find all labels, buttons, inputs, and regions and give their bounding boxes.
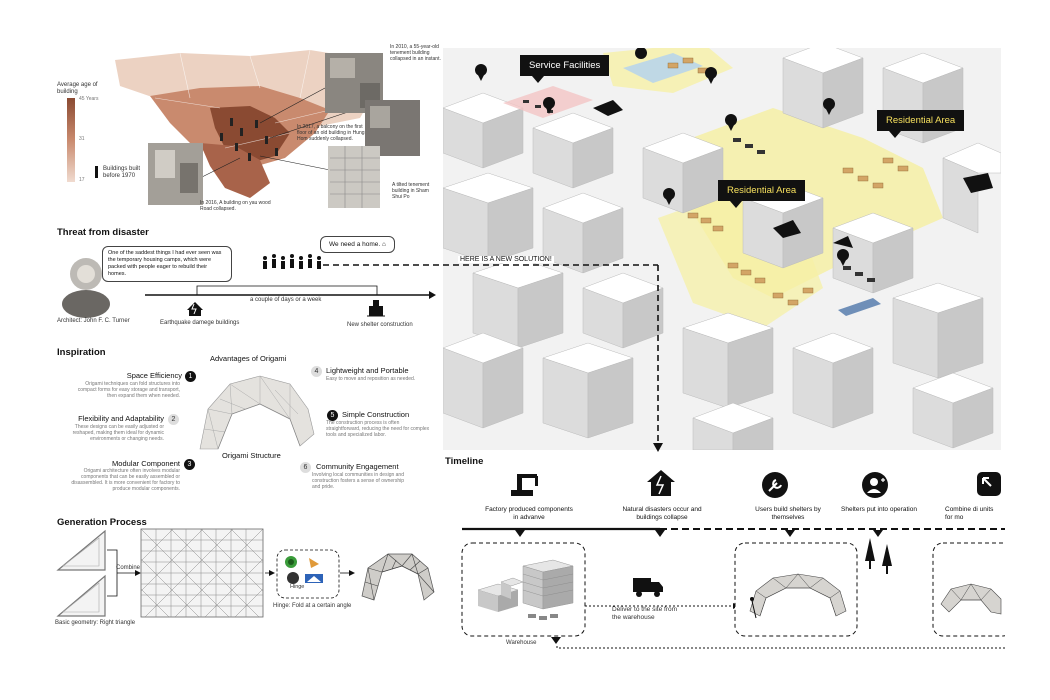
timeline-step-1: Factory produced components in advanve xyxy=(485,506,573,521)
residential-area-callout-1: Residential Area xyxy=(877,110,965,138)
duration-label: a couple of days or a week xyxy=(250,297,322,303)
feature-4-desc: Easy to move and reposition as needed. xyxy=(326,376,416,382)
feature-2-desc: These designs can be easily adjusted or … xyxy=(72,424,164,442)
feature-1-title: Space Efficiency xyxy=(126,371,182,380)
legend-max: 45 Years xyxy=(79,96,99,102)
hinge-description: Hinge: Fold at a certain angle xyxy=(273,603,352,609)
legend-gradient xyxy=(67,98,75,182)
feature-6-desc: Involving local communities in design an… xyxy=(312,472,404,490)
timeline-step-3: Users build shelters by themselves xyxy=(755,506,821,521)
inspiration-title: Inspiration xyxy=(57,347,106,358)
feature-1-number: 1 xyxy=(185,371,196,382)
feature-6-number: 6 xyxy=(300,462,311,473)
new-shelter-label: New shelter construction xyxy=(347,322,413,328)
building-age-map xyxy=(115,49,420,208)
generation-title: Generation Process xyxy=(57,517,147,528)
advantages-title: Advantages of Origami xyxy=(210,354,287,363)
home-bubble: We need a home. ⌂ xyxy=(320,236,395,253)
quote-bubble: One of the saddest things I had ever see… xyxy=(102,246,232,282)
feature-3-desc: Origami architecture often involves modu… xyxy=(71,468,180,492)
timeline-title: Timeline xyxy=(445,456,484,467)
origami-structure-label: Origami Structure xyxy=(222,451,281,460)
timeline-step-2: Natural disasters occur and buildings co… xyxy=(622,506,702,521)
feature-3-number: 3 xyxy=(184,459,195,470)
home-bubble-text: We need a home. xyxy=(329,241,381,248)
generation-diagram xyxy=(56,528,435,618)
feature-5-number: 5 xyxy=(327,410,338,421)
legend-mid: 31 xyxy=(79,136,85,142)
timeline-step-5: Combine di units for mo xyxy=(945,506,994,521)
service-facilities-callout: Service Facilities xyxy=(520,55,610,83)
deliver-label: Deliver to the site from the warehouse xyxy=(612,606,678,621)
feature-4-number: 4 xyxy=(311,366,322,377)
timeline-diagram xyxy=(461,470,1005,649)
feature-2-number: 2 xyxy=(168,414,179,425)
annotation-2017: In 2017, a balcony on the first floor of… xyxy=(297,124,365,142)
feature-6-title: Community Engagement xyxy=(316,462,399,471)
annotation-2016: In 2016, A building on yau wood Road col… xyxy=(200,200,271,212)
combine-label: Combine xyxy=(116,565,141,571)
new-solution-label: HERE IS A NEW SOLUTION! xyxy=(458,256,554,263)
origami-structure-illustration xyxy=(199,375,315,450)
feature-3-title: Modular Component xyxy=(112,459,180,468)
legend-min: 17 xyxy=(79,177,85,183)
threat-title: Threat from disaster xyxy=(57,227,149,238)
threat-diagram xyxy=(62,254,436,318)
warehouse-label: Warehouse xyxy=(506,640,537,646)
residential-area-callout-2: Residential Area xyxy=(718,180,806,208)
feature-4-title: Lightweight and Portable xyxy=(326,366,409,375)
timeline-step-4: Shelters put into operation xyxy=(841,506,917,513)
annotation-2010: In 2010, a 55-year-old tenement building… xyxy=(390,44,441,62)
basic-geometry-label: Basic geometry: Right triangle xyxy=(55,620,136,626)
feature-2-title: Flexibility and Adaptability xyxy=(78,414,164,423)
hinge-label: Hinge xyxy=(290,584,305,590)
architect-name: Architect: John F. C. Turner xyxy=(57,318,130,324)
earthquake-label: Earthquake damege buildings xyxy=(160,320,240,326)
feature-1-desc: Origami techniques can fold structures i… xyxy=(77,381,180,399)
feature-5-desc: The construction process is often straig… xyxy=(326,420,430,438)
legend-title: Average age of building xyxy=(57,82,98,95)
legend-buildings: Buildings built before 1970 xyxy=(103,166,141,179)
feature-5-title: Simple Construction xyxy=(342,410,410,419)
annotation-tilted: A tilted tenement building in Sham Shui … xyxy=(392,182,430,200)
building-marker-swatch xyxy=(95,166,98,178)
shelter-icon: ⌂ xyxy=(382,241,386,248)
